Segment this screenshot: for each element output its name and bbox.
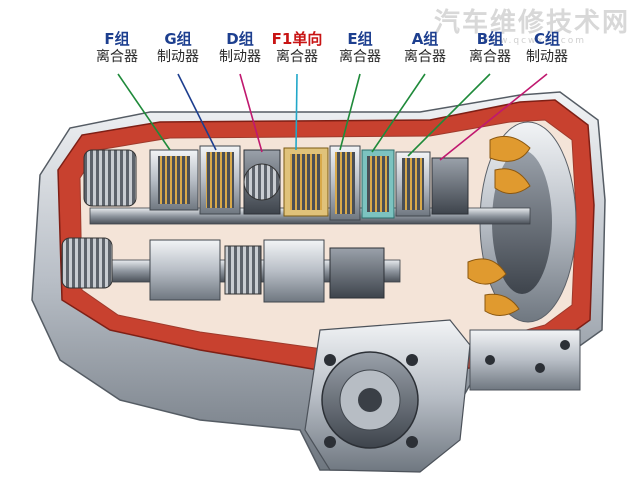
label-c-sub: 制动器 [526,49,568,65]
label-g-brake: G组 制动器 [143,30,213,66]
label-d-title: D组 [226,30,254,48]
label-f1-title: F1单向 [271,30,323,48]
leader-e [339,73,361,151]
leader-lines [117,73,548,161]
label-b-clutch: B组 离合器 [455,30,525,66]
label-a-title: A组 [411,30,439,48]
leader-b [407,73,491,157]
label-b-title: B组 [476,30,504,48]
leader-a [371,73,426,153]
watermark-url: www.qcwxjs.com [481,36,586,46]
label-d-sub: 制动器 [219,49,261,65]
label-c-brake: C组 制动器 [512,30,582,66]
label-g-title: G组 [164,30,192,48]
label-a-clutch: A组 离合器 [390,30,460,66]
leader-c [439,73,548,161]
label-g-sub: 制动器 [157,49,199,65]
label-f-clutch: F组 离合器 [82,30,152,66]
label-f1-sub: 离合器 [276,49,318,65]
label-d-brake: D组 制动器 [205,30,275,66]
watermark-title: 汽车维修技术网 [433,8,630,38]
label-b-sub: 离合器 [469,49,511,65]
label-c-title: C组 [533,30,560,48]
label-e-clutch: E组 离合器 [325,30,395,66]
label-a-sub: 离合器 [404,49,446,65]
leader-g [177,73,217,151]
label-f-title: F组 [104,30,130,48]
label-f-sub: 离合器 [96,49,138,65]
leader-d [239,73,263,153]
label-e-sub: 离合器 [339,49,381,65]
leader-f [117,73,171,151]
label-f1-oneway-clutch: F1单向 离合器 [262,30,332,66]
leader-f1 [295,73,298,151]
label-e-title: E组 [347,30,373,48]
